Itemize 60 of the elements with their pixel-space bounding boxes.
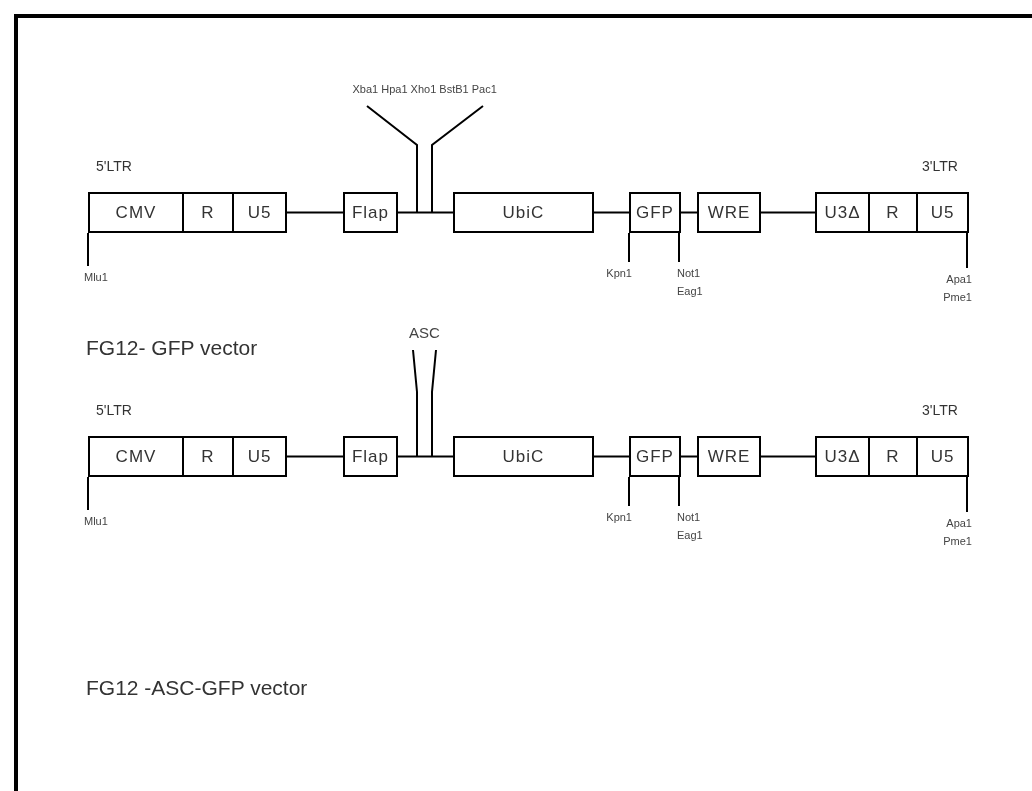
restriction-site-label: Mlu1 (84, 270, 108, 285)
restriction-site-label: Eag1 (677, 528, 703, 543)
leader-line (966, 232, 968, 269)
restriction-site-label: Eag1 (677, 284, 703, 299)
segment-box: U3Δ (815, 436, 870, 477)
restriction-site-label: Pme1 (943, 534, 972, 549)
leader-line (628, 232, 630, 263)
backbone-line (286, 211, 344, 214)
segment-box: WRE (697, 436, 761, 477)
ltr-label: 5'LTR (96, 158, 132, 174)
segment-box: R (182, 436, 234, 477)
segment-box: CMV (88, 436, 184, 477)
leader-line (87, 232, 89, 267)
segment-box: GFP (629, 436, 681, 477)
backbone-line (760, 211, 816, 214)
segment-box: R (868, 192, 918, 233)
leader-line (628, 476, 630, 507)
ltr-label: 3'LTR (922, 402, 958, 418)
restriction-site-label: Apa1 (945, 516, 972, 531)
leader-line (366, 105, 484, 213)
restriction-site-label: Kpn1 (606, 266, 632, 281)
segment-box: GFP (629, 192, 681, 233)
restriction-site-label: Not1 (677, 510, 702, 525)
insert-label: ASC (409, 324, 440, 342)
restriction-site-label: Mlu1 (84, 514, 108, 529)
segment-box: Flap (343, 192, 398, 233)
backbone-line (680, 455, 698, 458)
segment-box: UbiC (453, 192, 594, 233)
ltr-label: 5'LTR (96, 402, 132, 418)
segment-box: WRE (697, 192, 761, 233)
leader-line (87, 476, 89, 511)
backbone-line (286, 455, 344, 458)
ltr-label: 3'LTR (922, 158, 958, 174)
segment-box: U5 (916, 192, 969, 233)
leader-line (678, 476, 680, 507)
backbone-line (397, 455, 454, 458)
segment-box: R (182, 192, 234, 233)
segment-box: Flap (343, 436, 398, 477)
vector-caption: FG12- GFP vector (86, 336, 258, 360)
restriction-site-label: Not1 (677, 266, 702, 281)
segment-box: U5 (232, 192, 287, 233)
backbone-line (593, 455, 630, 458)
segment-box: U5 (916, 436, 969, 477)
leader-line (412, 349, 437, 457)
restriction-site-label: Apa1 (945, 272, 972, 287)
restriction-site-label: Xba1 Hpa1 Xho1 BstB1 Pac1 (352, 82, 497, 97)
leader-line (966, 476, 968, 513)
restriction-site-label: Kpn1 (606, 510, 632, 525)
backbone-line (760, 455, 816, 458)
backbone-line (680, 211, 698, 214)
segment-box: U5 (232, 436, 287, 477)
segment-box: UbiC (453, 436, 594, 477)
backbone-line (397, 211, 454, 214)
restriction-site-label: Pme1 (943, 290, 972, 305)
vector-caption: FG12 -ASC-GFP vector (86, 676, 308, 700)
segment-box: CMV (88, 192, 184, 233)
leader-line (678, 232, 680, 263)
segment-box: R (868, 436, 918, 477)
backbone-line (593, 211, 630, 214)
segment-box: U3Δ (815, 192, 870, 233)
